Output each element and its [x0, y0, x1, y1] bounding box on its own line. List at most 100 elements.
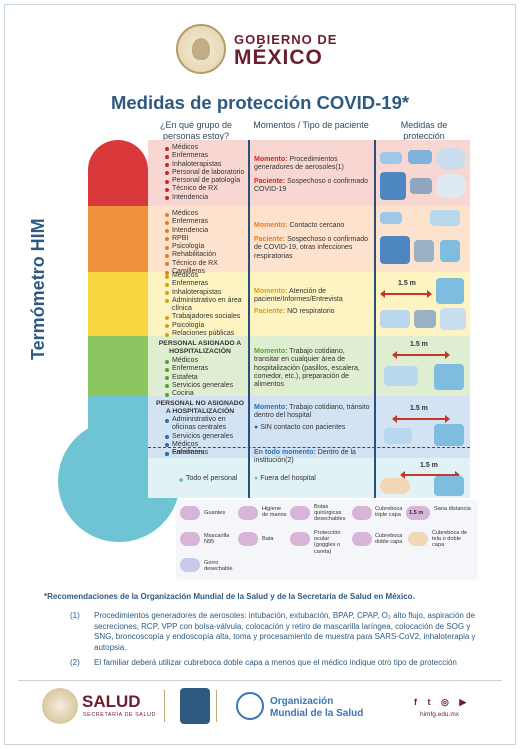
- column-header-moments: Momentos / Tipo de paciente: [253, 120, 369, 130]
- cap-icon: [180, 558, 200, 572]
- mask-triple-icon: [384, 428, 412, 444]
- footer-separator: [164, 690, 165, 722]
- legend-label: Guantes: [204, 510, 226, 516]
- list-item: Cocina: [164, 390, 246, 398]
- mask-double-icon: [352, 532, 372, 546]
- moment-orange-1: Momento: Contacto cercano: [254, 222, 345, 229]
- handwash-icon: [434, 476, 464, 496]
- cap-icon: [380, 212, 402, 224]
- gown-icon: [380, 236, 410, 264]
- list-item: Médicos: [164, 357, 246, 365]
- list-item: Todo el personal: [178, 475, 248, 483]
- salud-subtitle: SECRETARÍA DE SALUD: [83, 712, 156, 718]
- him-logo-icon: [180, 688, 210, 724]
- gloves-icon: [440, 240, 460, 262]
- list-item: Técnico de RX: [164, 185, 246, 193]
- row-divider: [148, 447, 470, 448]
- mask-triple-icon: [380, 310, 410, 328]
- distance-label: 1.5 m: [398, 280, 416, 287]
- thermometer-label: Termómetro HIM: [28, 218, 48, 360]
- gown-icon: [238, 532, 258, 546]
- group-list-red: Médicos Enfermeras Inhaloterapistas Pers…: [164, 144, 246, 202]
- list-item: Inhaloterapistas: [164, 161, 246, 169]
- list-item: Técnico de RX: [164, 260, 246, 268]
- moment-red-1: Momento: Procedimientos generadores de a…: [254, 156, 344, 172]
- mask-triple-icon: [430, 210, 460, 226]
- moment-green-1: Momento: Trabajo cotidiano, transitar en…: [254, 348, 360, 389]
- column-header-measures: Medidas de protección: [400, 120, 448, 141]
- list-item: Médicos: [164, 441, 246, 449]
- footer-separator: [216, 690, 217, 722]
- list-item: Médicos: [164, 210, 246, 218]
- cap-icon: [380, 152, 402, 164]
- group-title-green: PERSONAL ASIGNADO A HOSPITALIZACIÓN: [158, 340, 242, 355]
- mask-double-icon: [440, 308, 466, 330]
- gown-icon: [380, 172, 406, 200]
- instagram-icon[interactable]: ◎: [441, 697, 453, 707]
- group-list-family: Familiares: [164, 449, 246, 457]
- list-item: Administrativo en área clínica: [164, 297, 246, 314]
- column-header-group: ¿En qué grupo de personas estoy?: [159, 120, 233, 141]
- legend-label: Mascarilla N95: [204, 533, 230, 546]
- n95-icon: [180, 532, 200, 546]
- group-list-green: Médicos Enfermeras Estafeta Servicios ge…: [164, 357, 246, 398]
- salud-logo-text: SALUD: [82, 692, 141, 711]
- list-item: Médicos: [164, 144, 246, 152]
- moment-red-2: Paciente: Sospechoso o confirmado COVID-…: [254, 178, 369, 194]
- list-item: Enfermeras: [164, 280, 246, 288]
- list-item: Rehabilitación: [164, 251, 246, 259]
- mexico-seal-icon: [176, 24, 226, 74]
- list-item: Inhaloterapistas: [164, 289, 246, 297]
- list-item: Psicología: [164, 243, 246, 251]
- legend-label: Bata: [262, 536, 274, 542]
- social-icons: f t ◎ ▶: [414, 697, 504, 708]
- page-title: Medidas de protección COVID-19*: [110, 92, 410, 113]
- column-divider: [248, 140, 250, 498]
- distance-label: 1.5 m: [410, 405, 428, 412]
- facebook-icon[interactable]: f: [414, 697, 421, 707]
- legend-label: Cubreboca doble capa: [375, 533, 403, 546]
- list-item: Enfermeras: [164, 152, 246, 160]
- moment-orange-2: Paciente: Sospechoso o confirmado de COV…: [254, 236, 369, 260]
- footnote-2: El familiar deberá utilizar cubreboca do…: [94, 658, 457, 667]
- boots-icon: [290, 506, 310, 520]
- footer-divider: [18, 680, 502, 681]
- moment-blue-1: Momento: Trabajo cotidiano, tránsito den…: [254, 404, 370, 420]
- group-list-yellow: Médicos Enfermeras Inhaloterapistas Admi…: [164, 272, 246, 338]
- distance-arrow: [380, 290, 432, 298]
- list-item: Intendencia: [164, 227, 246, 235]
- row-cyan-bg: [148, 458, 470, 498]
- list-item: Enfermeras: [164, 218, 246, 226]
- handwash-icon: [434, 424, 464, 446]
- list-item: Personal de laboratorio: [164, 169, 246, 177]
- list-item: Trabajadores sociales: [164, 313, 246, 321]
- moment-cyan-1: ● Fuera del hospital: [254, 475, 316, 482]
- list-item: Intendencia: [164, 194, 246, 202]
- footnote-1: Procedimientos generadores de aerosoles:…: [94, 611, 476, 652]
- moment-blue-3: En todo momento: Dentro de la institució…: [254, 449, 356, 465]
- legend-label: Sana distancia: [434, 506, 471, 512]
- list-item: Estafeta: [164, 374, 246, 382]
- cloth-mask-icon: [380, 478, 410, 494]
- youtube-icon[interactable]: ▶: [459, 697, 471, 707]
- who-name-line-2: Mundial de la Salud: [270, 708, 364, 719]
- who-name-line-1: Organización: [270, 696, 334, 707]
- distance-icon: [406, 506, 430, 520]
- twitter-icon[interactable]: t: [427, 697, 435, 707]
- gov-line-1: GOBIERNO DE: [234, 32, 338, 47]
- website-link[interactable]: himfg.edu.mx: [420, 711, 460, 718]
- legend-label: 1.5 m: [409, 510, 424, 516]
- handwash-icon: [436, 278, 464, 304]
- list-item: Servicios generales: [164, 382, 246, 390]
- distance-arrow: [392, 351, 450, 359]
- list-item: Administrativo en oficinas centrales: [164, 416, 246, 433]
- handwash-icon: [238, 506, 258, 520]
- handwash-icon: [414, 240, 434, 262]
- list-item: Familiares: [164, 449, 246, 457]
- list-item: RPBI: [164, 235, 246, 243]
- column-divider: [374, 140, 376, 498]
- mask-triple-icon: [384, 366, 418, 386]
- distance-label: 1.5 m: [420, 462, 438, 469]
- list-item: Camilleros: [164, 268, 246, 276]
- group-list-cyan: Todo el personal: [178, 475, 248, 483]
